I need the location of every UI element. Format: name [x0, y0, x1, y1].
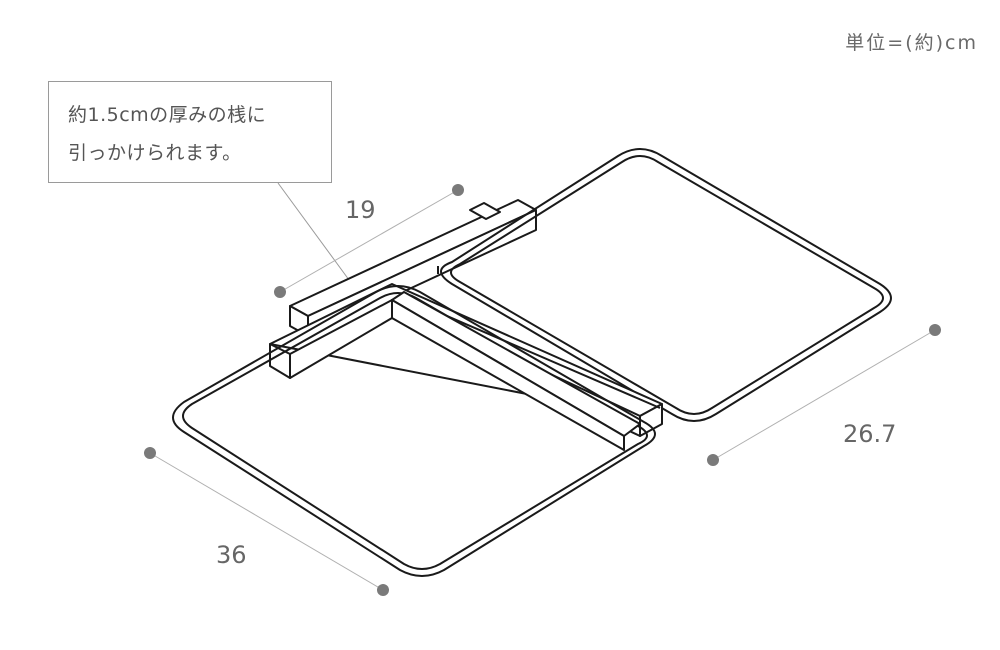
dimension-label-top: 19: [345, 196, 376, 224]
dimension-top: [274, 184, 464, 298]
dimension-dot: [929, 324, 941, 336]
dimension-right: [707, 324, 941, 466]
callout-box: 約1.5cmの厚みの桟に 引っかけられます。: [48, 81, 332, 183]
unit-label: 単位=(約)cm: [845, 32, 978, 54]
dimension-label-right: 26.7: [843, 420, 897, 448]
dimension-label-left: 36: [216, 541, 247, 569]
dimension-dot: [274, 286, 286, 298]
ledge-left: [391, 291, 641, 451]
dimension-dot: [377, 584, 389, 596]
callout-line-1: 約1.5cmの厚みの桟に: [68, 104, 267, 126]
dimension-dot: [707, 454, 719, 466]
callout-leader-line: [277, 182, 353, 285]
frame-right: [437, 148, 892, 422]
callout-line-2: 引っかけられます。: [68, 142, 242, 164]
dimension-left: [144, 447, 389, 596]
dimension-dot: [144, 447, 156, 459]
dimension-dot: [452, 184, 464, 196]
